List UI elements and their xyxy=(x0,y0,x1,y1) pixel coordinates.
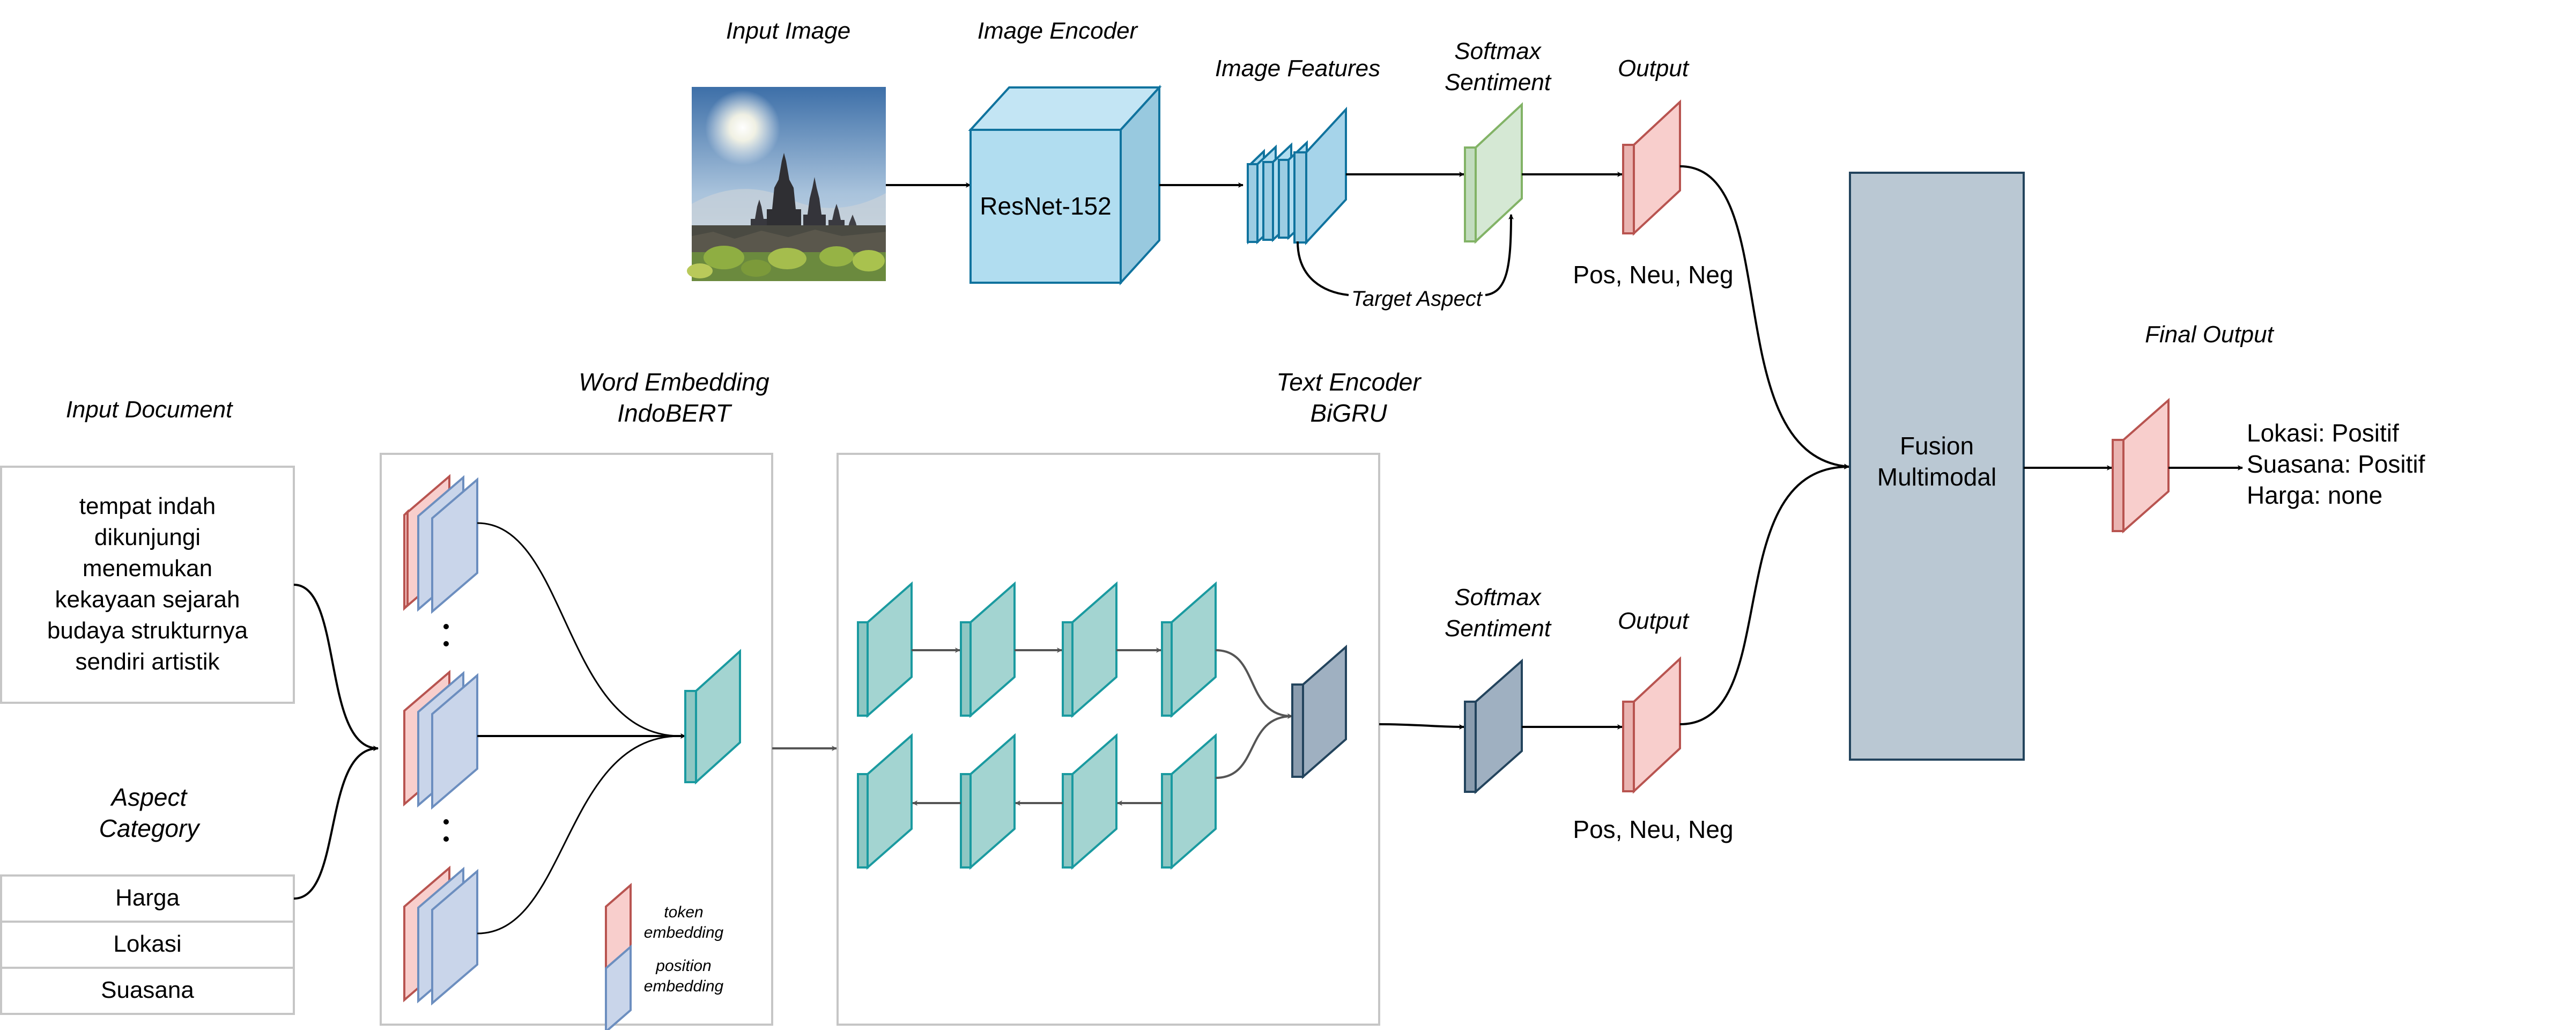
input-document-title: Input Document xyxy=(66,396,233,423)
bigru-output-cell xyxy=(1291,644,1347,779)
legend-position-1: position xyxy=(655,957,711,975)
fusion-block xyxy=(1849,172,2025,761)
softmax-top-title-2: Sentiment xyxy=(1445,69,1552,95)
fusion-label-1: Fusion xyxy=(1900,432,1974,460)
aspect-cell xyxy=(0,921,295,969)
arrow-output-bottom-to-fusion xyxy=(1679,464,1849,725)
image-features-title: Image Features xyxy=(1215,55,1380,82)
word-embedding-title-1: Word Embedding xyxy=(579,368,769,396)
input-image-title: Input Image xyxy=(726,18,850,44)
pos-neu-neg-top: Pos, Neu, Neg xyxy=(1573,261,1733,289)
arrow-document-to-embedding xyxy=(293,584,379,751)
legend-token-2: embedding xyxy=(644,924,724,941)
ellipsis-dots xyxy=(443,624,449,842)
fusion-label-2: Multimodal xyxy=(1877,463,1996,491)
resnet-cube xyxy=(968,84,1162,286)
arrow-forward-to-concat xyxy=(1215,649,1293,719)
document-line: budaya strukturnya xyxy=(47,617,248,644)
legend: token embedding position embedding xyxy=(605,882,724,1030)
legend-position-2: embedding xyxy=(644,977,724,995)
document-line: kekayaan sejarah xyxy=(55,586,240,613)
output-top-title: Output xyxy=(1618,55,1690,82)
output-bottom-title: Output xyxy=(1618,608,1690,634)
aspect-item: Lokasi xyxy=(113,931,181,957)
image-encoder-title: Image Encoder xyxy=(978,18,1139,44)
softmax-top-title-1: Softmax xyxy=(1454,38,1542,64)
arrow-emb1-to-combined xyxy=(477,522,680,737)
embedding-stack-2 xyxy=(403,670,478,810)
output-bottom-layer xyxy=(1622,656,1681,794)
embedding-stack-3 xyxy=(403,865,478,1006)
target-aspect-curve-right xyxy=(1485,214,1514,296)
final-output-layer xyxy=(2112,398,2170,534)
softmax-top-layer xyxy=(1464,102,1523,244)
combined-embedding xyxy=(684,649,741,785)
text-encoder-title-1: Text Encoder xyxy=(1276,368,1422,396)
aspect-category-title-1: Aspect xyxy=(110,783,188,811)
final-result-line: Harga: none xyxy=(2247,481,2382,509)
document-line: sendiri artistik xyxy=(76,649,220,675)
target-aspect-curve-left xyxy=(1297,241,1349,296)
arrow-aspect-to-embedding xyxy=(293,746,379,900)
softmax-bottom-title-1: Softmax xyxy=(1454,584,1542,610)
softmax-bottom-layer xyxy=(1464,658,1523,794)
text-encoder-title-2: BiGRU xyxy=(1310,399,1387,427)
pos-neu-neg-bottom: Pos, Neu, Neg xyxy=(1573,815,1733,843)
aspect-item: Harga xyxy=(115,885,180,911)
final-result-line: Suasana: Positif xyxy=(2247,450,2425,478)
position-legend-swatch xyxy=(605,944,632,1030)
arrow-backward-to-concat xyxy=(1215,713,1293,779)
image-feature-maps xyxy=(1247,106,1347,246)
bigru-forward-row xyxy=(857,581,1217,718)
output-top-layer xyxy=(1622,99,1681,236)
document-line: dikunjungi xyxy=(94,524,201,550)
final-result-text: Lokasi: Positif Suasana: Positif Harga: … xyxy=(2247,419,2425,509)
aspect-cell xyxy=(0,967,295,1015)
legend-token-1: token xyxy=(664,903,703,921)
resnet-label: ResNet-152 xyxy=(980,192,1111,220)
softmax-bottom-title-2: Sentiment xyxy=(1445,615,1552,642)
aspect-category-title-2: Category xyxy=(99,814,201,842)
document-line: menemukan xyxy=(83,555,212,582)
aspect-item: Suasana xyxy=(101,977,194,1003)
final-output-title: Final Output xyxy=(2145,321,2274,348)
embedding-stack-1 xyxy=(403,474,478,614)
final-result-line: Lokasi: Positif xyxy=(2247,419,2399,447)
arrow-output-top-to-fusion xyxy=(1679,165,1849,469)
text-encoder-panel xyxy=(837,453,1380,1026)
input-image-photo xyxy=(687,87,886,281)
arrow-bigru-to-softmax xyxy=(1379,723,1464,730)
aspect-list: Harga Lokasi Suasana xyxy=(0,874,295,1015)
target-aspect-label: Target Aspect xyxy=(1351,287,1483,311)
word-embedding-title-2: IndoBERT xyxy=(617,399,732,427)
bigru-backward-row xyxy=(857,733,1217,870)
document-text: tempat indah dikunjungi menemukan kekaya… xyxy=(47,493,248,675)
document-line: tempat indah xyxy=(79,493,216,519)
arrow-emb3-to-combined xyxy=(477,735,680,935)
